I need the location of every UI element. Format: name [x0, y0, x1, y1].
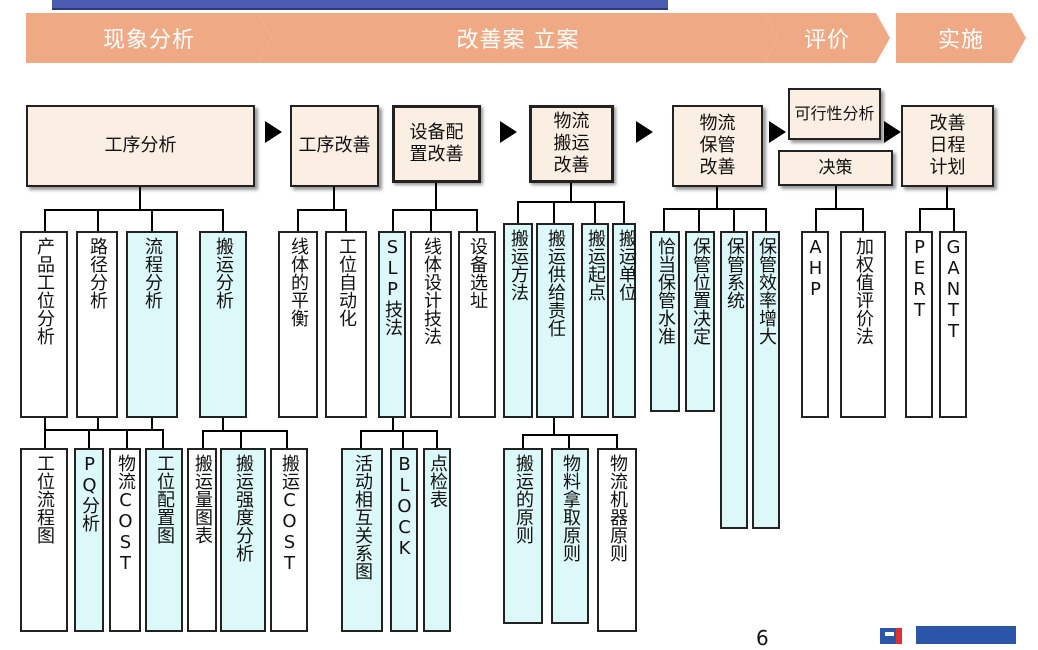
phase-implementation: 实施 — [896, 13, 1026, 63]
arrow-icon — [265, 121, 282, 143]
node-line-design: 线体设计技法 — [410, 231, 452, 418]
node-route-analysis: 路径分析 — [76, 231, 118, 418]
node-machine-principle: 物流机器原则 — [597, 448, 637, 632]
header-accent-bar — [52, 0, 668, 10]
arrow-icon — [884, 121, 901, 143]
node-ahp: AHP — [801, 231, 829, 418]
node-pert: PERT — [905, 231, 933, 418]
phase-label: 现象分析 — [102, 28, 195, 53]
node-storage-efficiency: 保管效率增大 — [752, 231, 780, 529]
node-handling-principle: 搬运的原则 — [503, 448, 543, 624]
node-flow-chart: 工位流程图 — [20, 448, 68, 632]
node-handling-volume: 搬运量图表 — [187, 448, 217, 632]
node-handling-unit: 搬运单位 — [612, 223, 637, 418]
node-handling-intensity: 搬运强度分析 — [220, 448, 266, 632]
node-process-improvement: 工序改善 — [290, 105, 379, 187]
node-decision: 决策 — [778, 150, 893, 186]
node-pq-analysis: PQ分析 — [74, 448, 104, 632]
node-station-layout: 工位配置图 — [145, 448, 183, 632]
phase-label: 改善案 立案 — [456, 28, 580, 53]
node-block: BLOCK — [390, 448, 418, 632]
node-checklist: 点检表 — [423, 448, 451, 632]
node-schedule: 改善日程计划 — [901, 105, 994, 187]
node-pickup-principle: 物料拿取原则 — [551, 448, 589, 624]
phase-label: 实施 — [937, 28, 984, 53]
phase-plan: 改善案 立案 — [258, 13, 778, 63]
node-feasibility: 可行性分析 — [788, 88, 881, 140]
node-process-analysis: 工序分析 — [26, 105, 255, 187]
node-station-automation: 工位自动化 — [325, 231, 367, 418]
node-activity-relation: 活动相互关系图 — [341, 448, 383, 632]
node-equipment-site: 设备选址 — [458, 231, 496, 418]
phase-evaluation: 评价 — [764, 13, 890, 63]
arrow-icon — [636, 121, 653, 143]
node-handling-cost: 搬运COST — [270, 448, 308, 632]
node-storage-system: 保管系统 — [720, 231, 748, 529]
arrow-icon — [769, 121, 786, 143]
node-flow-analysis: 流程分析 — [126, 231, 178, 418]
phase-label: 评价 — [803, 28, 850, 53]
company-logo — [880, 620, 1038, 644]
phase-analysis: 现象分析 — [26, 13, 272, 63]
node-product-process-analysis: 产品工位分析 — [20, 231, 68, 418]
node-line-balance: 线体的平衡 — [278, 231, 318, 418]
node-logistics-handling: 物流搬运改善 — [529, 105, 614, 183]
node-gantt: GANTT — [939, 231, 967, 418]
node-handling-method: 搬运方法 — [503, 223, 533, 418]
node-weighted-evaluation: 加权值评价法 — [840, 231, 886, 418]
node-storage-location: 保管位置决定 — [685, 231, 715, 412]
page-number: 6 — [756, 626, 769, 650]
node-handling-analysis: 搬运分析 — [199, 231, 247, 418]
node-slp: SLP技法 — [378, 231, 406, 418]
node-logistics-storage: 物流保管改善 — [672, 105, 763, 187]
node-proper-level: 恰当保管水准 — [650, 231, 680, 412]
node-equipment-improvement: 设备配置改善 — [392, 105, 481, 183]
node-logistics-cost: 物流COST — [109, 448, 141, 632]
node-start-point: 搬运起点 — [581, 223, 609, 418]
arrow-icon — [500, 121, 517, 143]
node-supply-duty: 搬运供给责任 — [536, 223, 574, 418]
